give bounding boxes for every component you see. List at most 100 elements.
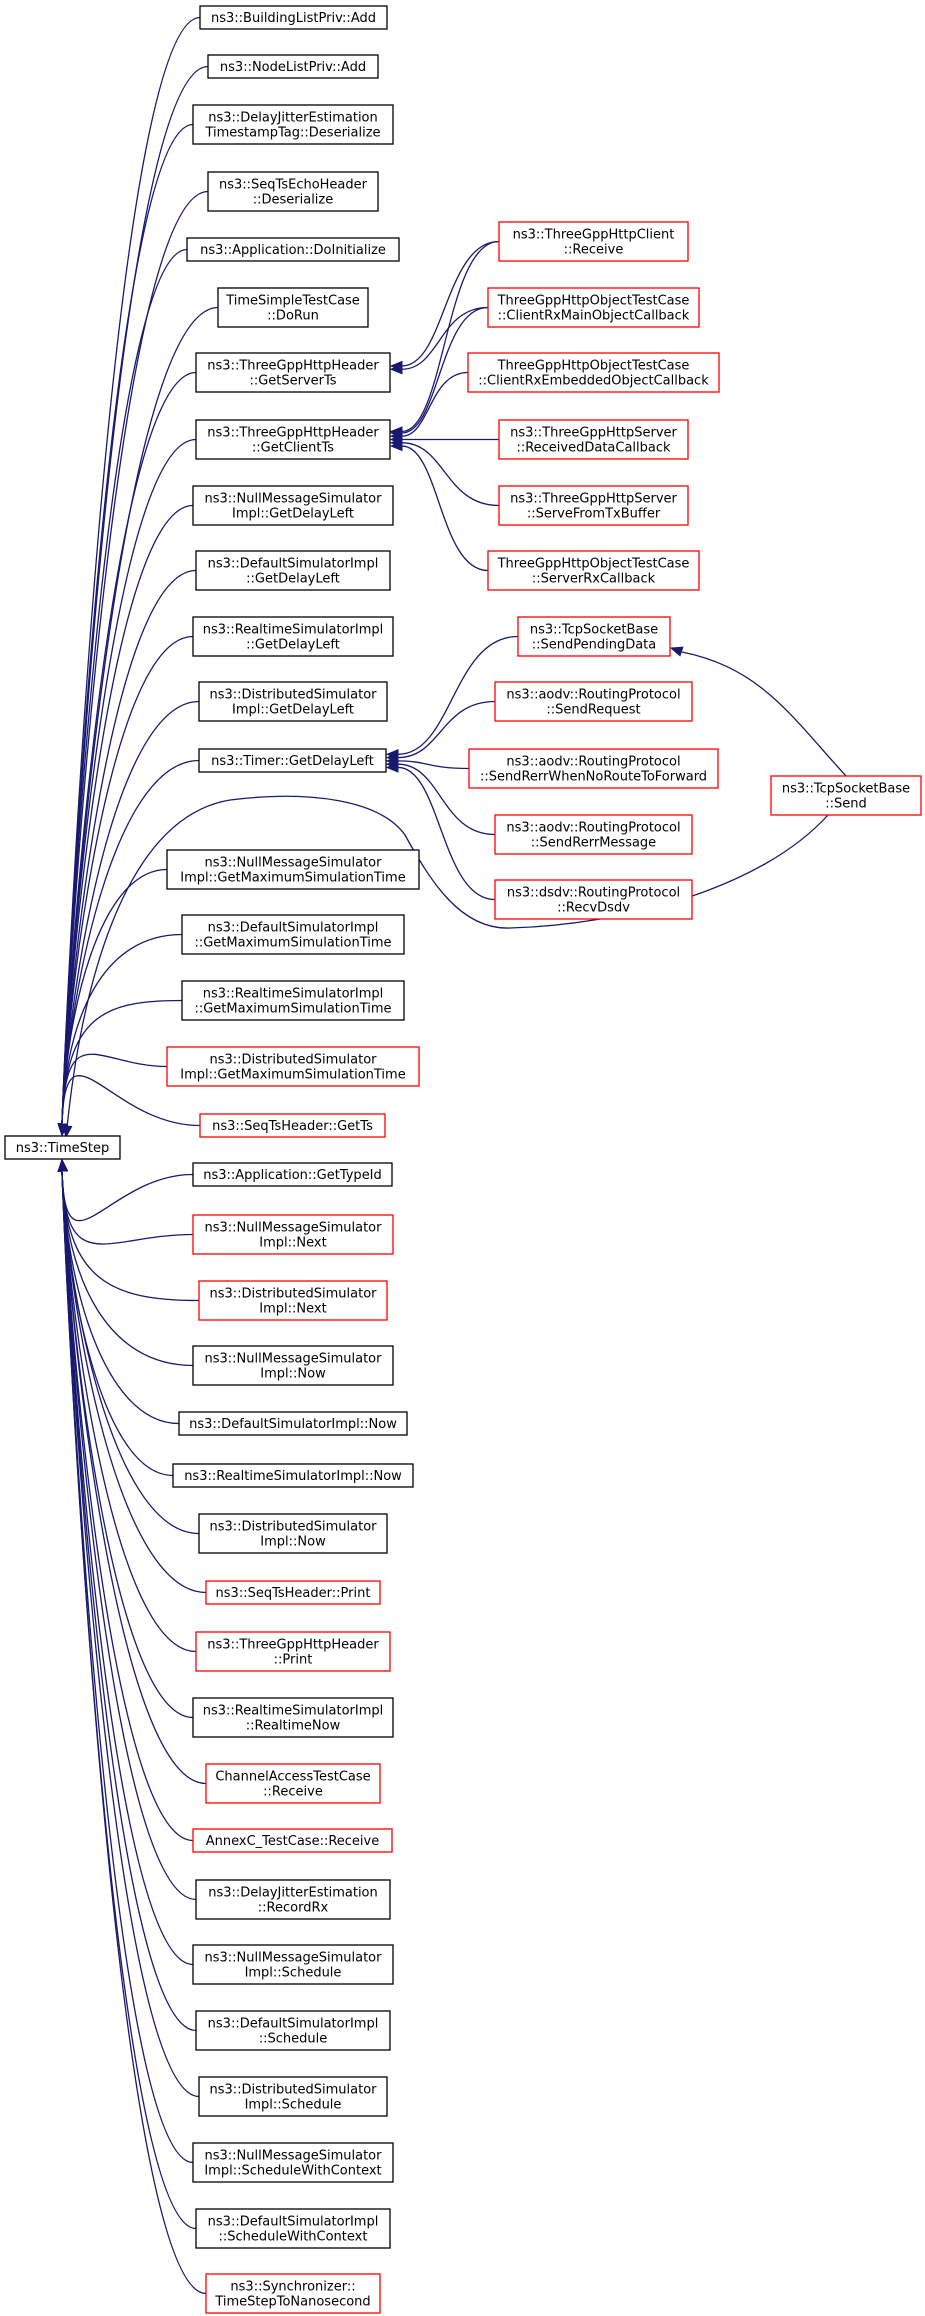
node-box bbox=[207, 54, 379, 79]
function-node[interactable]: ns3::ThreeGppHttpServer::ReceivedDataCal… bbox=[498, 419, 689, 460]
function-node[interactable]: ns3::Application::GetTypeId bbox=[192, 1162, 393, 1187]
node-label: Impl::Now bbox=[260, 1535, 326, 1550]
node-label: ns3::DefaultSimulatorImpl bbox=[208, 921, 379, 936]
node-label: ::RealtimeNow bbox=[246, 1719, 341, 1734]
function-node[interactable]: ns3::ThreeGppHttpServer::ServeFromTxBuff… bbox=[498, 485, 689, 526]
node-box bbox=[467, 352, 720, 393]
node-box bbox=[181, 980, 405, 1021]
function-node[interactable]: ns3::aodv::RoutingProtocol::SendRequest bbox=[494, 681, 693, 722]
function-node[interactable]: ns3::BuildingListPriv::Add bbox=[199, 5, 388, 30]
function-node[interactable]: ns3::SeqTsHeader::Print bbox=[205, 1580, 381, 1605]
edge-arrowhead bbox=[61, 1125, 73, 1139]
function-node[interactable]: ns3::dsdv::RoutingProtocol::RecvDsdv bbox=[494, 879, 693, 920]
function-node[interactable]: ns3::DelayJitterEstimationTimestampTag::… bbox=[192, 104, 394, 145]
node-label: TimeStepToNanosecond bbox=[214, 2295, 370, 2310]
function-node[interactable]: ns3::DelayJitterEstimation::RecordRx bbox=[195, 1879, 391, 1920]
function-node[interactable]: ns3::DefaultSimulatorImpl::GetDelayLeft bbox=[195, 550, 391, 591]
node-box bbox=[198, 681, 388, 722]
function-node[interactable]: ns3::DefaultSimulatorImpl::ScheduleWithC… bbox=[195, 2208, 391, 2249]
function-node[interactable]: ChannelAccessTestCase::Receive bbox=[205, 1763, 381, 1804]
node-label: ::ServerRxCallback bbox=[532, 572, 656, 587]
nodes-layer: ns3::TimeStepns3::BuildingListPriv::Addn… bbox=[4, 5, 922, 2314]
node-label: ::RecordRx bbox=[258, 1901, 329, 1916]
function-node[interactable]: ns3::aodv::RoutingProtocol::SendRerrMess… bbox=[494, 814, 693, 855]
node-label: ns3::ThreeGppHttpHeader bbox=[207, 426, 379, 441]
node-label: ::SendRequest bbox=[546, 703, 640, 718]
node-box bbox=[192, 616, 394, 657]
edge-arrowhead bbox=[669, 646, 684, 657]
function-node[interactable]: ns3::SeqTsEchoHeader::Deserialize bbox=[207, 171, 379, 212]
node-label: Impl::GetMaximumSimulationTime bbox=[180, 871, 405, 886]
function-node[interactable]: ns3::Application::DoInitialize bbox=[186, 237, 400, 262]
node-label: ns3::DistributedSimulator bbox=[209, 2083, 377, 2098]
function-node[interactable]: ThreeGppHttpObjectTestCase::ClientRxEmbe… bbox=[467, 352, 720, 393]
node-label: ::GetDelayLeft bbox=[246, 638, 340, 653]
node-label: ns3::Application::GetTypeId bbox=[203, 1168, 382, 1183]
function-node[interactable]: ns3::DefaultSimulatorImpl::Now bbox=[178, 1411, 408, 1436]
node-box bbox=[186, 237, 400, 262]
node-box bbox=[205, 1763, 381, 1804]
function-node[interactable]: ns3::TcpSocketBase::SendPendingData bbox=[517, 616, 671, 657]
function-node[interactable]: ns3::DistributedSimulatorImpl::GetMaximu… bbox=[166, 1046, 420, 1087]
node-label: ns3::DistributedSimulator bbox=[209, 688, 377, 703]
node-box bbox=[494, 681, 693, 722]
node-label: ns3::NullMessageSimulator bbox=[205, 2149, 383, 2164]
function-node[interactable]: ns3::ThreeGppHttpHeader::Print bbox=[195, 1631, 391, 1672]
function-node[interactable]: ns3::NullMessageSimulatorImpl::ScheduleW… bbox=[192, 2142, 394, 2183]
node-label: ::SendRerrMessage bbox=[531, 836, 656, 851]
function-node[interactable]: ns3::RealtimeSimulatorImpl::RealtimeNow bbox=[192, 1697, 394, 1738]
function-node[interactable]: ThreeGppHttpObjectTestCase::ClientRxMain… bbox=[487, 287, 700, 328]
node-label: ThreeGppHttpObjectTestCase bbox=[497, 294, 690, 309]
node-box bbox=[192, 1345, 394, 1386]
function-node[interactable]: ns3::NodeListPriv::Add bbox=[207, 54, 379, 79]
node-label: ns3::TcpSocketBase bbox=[530, 623, 658, 638]
node-label: ::SendPendingData bbox=[532, 638, 657, 653]
node-box bbox=[498, 419, 689, 460]
node-box bbox=[192, 1828, 393, 1853]
function-node[interactable]: ns3::TcpSocketBase::Send bbox=[770, 775, 922, 816]
function-node[interactable]: ns3::DistributedSimulatorImpl::GetDelayL… bbox=[198, 681, 388, 722]
function-node[interactable]: ns3::DefaultSimulatorImpl::GetMaximumSim… bbox=[181, 914, 405, 955]
function-node[interactable]: ns3::ThreeGppHttpClient::Receive bbox=[498, 221, 689, 262]
function-node[interactable]: ns3::Timer::GetDelayLeft bbox=[198, 748, 387, 773]
function-node[interactable]: ns3::SeqTsHeader::GetTs bbox=[199, 1113, 386, 1138]
call-edge bbox=[397, 766, 496, 901]
node-label: Impl::Schedule bbox=[245, 1966, 342, 1981]
function-node[interactable]: ns3::ThreeGppHttpHeader::GetServerTs bbox=[195, 352, 391, 393]
function-node[interactable]: ns3::RealtimeSimulatorImpl::Now bbox=[172, 1463, 414, 1488]
call-edge bbox=[401, 240, 500, 433]
node-box bbox=[517, 616, 671, 657]
function-node[interactable]: ns3::aodv::RoutingProtocol::SendRerrWhen… bbox=[468, 748, 719, 789]
node-label: ns3::RealtimeSimulatorImpl::Now bbox=[184, 1469, 402, 1484]
function-node[interactable]: ThreeGppHttpObjectTestCase::ServerRxCall… bbox=[487, 550, 700, 591]
function-node[interactable]: AnnexC_TestCase::Receive bbox=[192, 1828, 393, 1853]
node-label: ::ScheduleWithContext bbox=[219, 2230, 368, 2245]
function-node[interactable]: ns3::RealtimeSimulatorImpl::GetMaximumSi… bbox=[181, 980, 405, 1021]
function-node[interactable]: TimeSimpleTestCase::DoRun bbox=[217, 287, 369, 328]
call-edge bbox=[61, 1171, 194, 1245]
function-node[interactable]: ns3::ThreeGppHttpHeader::GetClientTs bbox=[195, 419, 391, 460]
node-box bbox=[205, 2273, 381, 2314]
node-label: ns3::DistributedSimulator bbox=[209, 1053, 377, 1068]
node-box bbox=[494, 879, 693, 920]
call-edge bbox=[61, 16, 201, 1124]
function-node[interactable]: ns3::NullMessageSimulatorImpl::GetMaximu… bbox=[166, 849, 420, 890]
node-label: ::Print bbox=[274, 1653, 313, 1668]
call-edge bbox=[61, 1075, 201, 1127]
function-node[interactable]: ns3::DefaultSimulatorImpl::Schedule bbox=[195, 2010, 391, 2051]
node-label: ns3::SeqTsEchoHeader bbox=[219, 178, 368, 193]
node-label: ::GetMaximumSimulationTime bbox=[194, 936, 391, 951]
node-label: ThreeGppHttpObjectTestCase bbox=[497, 359, 690, 374]
call-edge bbox=[681, 651, 847, 777]
function-node[interactable]: ns3::RealtimeSimulatorImpl::GetDelayLeft bbox=[192, 616, 394, 657]
node-box bbox=[195, 419, 391, 460]
node-box bbox=[4, 1135, 121, 1160]
function-node[interactable]: ns3::Synchronizer::TimeStepToNanosecond bbox=[205, 2273, 381, 2314]
function-node[interactable]: ns3::NullMessageSimulatorImpl::GetDelayL… bbox=[192, 485, 394, 526]
